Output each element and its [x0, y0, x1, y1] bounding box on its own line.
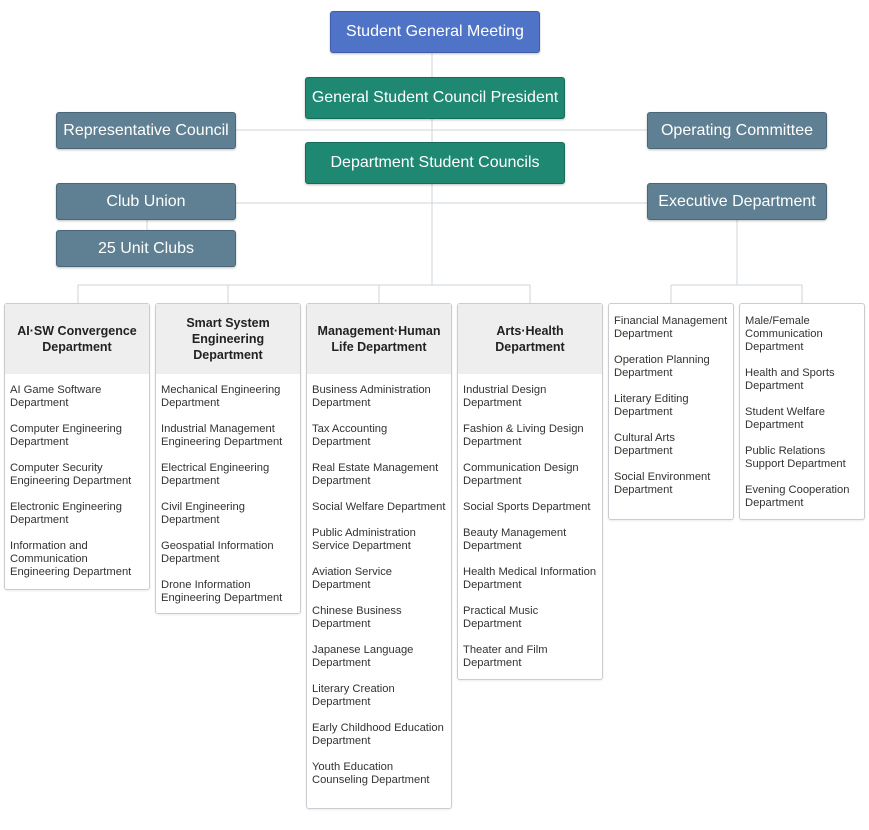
list-item: Financial Management Department — [614, 315, 728, 340]
list-item: Communication Design Department — [463, 462, 579, 487]
list-item: Evening Cooperation Department — [745, 484, 850, 509]
list-item: Industrial Design Department — [463, 384, 547, 409]
department-column-arts-health: Arts·Health Department Industrial Design… — [457, 303, 603, 680]
list-item: Operation Planning Department — [614, 354, 710, 379]
department-list: Business Administration Department Tax A… — [307, 374, 451, 787]
council-president-node: General Student Council President — [305, 77, 565, 119]
department-list: AI Game Software Department Computer Eng… — [5, 374, 149, 579]
executive-list-right: Male/Female Communication Department Hea… — [739, 303, 865, 520]
list-item: Drone Information Engineering Department — [161, 579, 283, 604]
list-item: Male/Female Communication Department — [745, 315, 823, 353]
node-label: Executive Department — [658, 192, 816, 210]
list-item: Literary Editing Department — [614, 393, 689, 418]
department-list: Male/Female Communication Department Hea… — [740, 304, 864, 510]
department-list: Industrial Design Department Fashion & L… — [458, 374, 602, 670]
list-item: AI Game Software Department — [10, 384, 102, 409]
list-item: Real Estate Management Department — [312, 462, 439, 487]
node-label: Club Union — [106, 192, 186, 210]
node-label: Representative Council — [63, 121, 229, 139]
list-item: Aviation Service Department — [312, 566, 393, 591]
unit-clubs-node: 25 Unit Clubs — [56, 230, 236, 267]
list-item: Geospatial Information Department — [161, 540, 274, 565]
list-item: Practical Music Department — [463, 605, 539, 630]
list-item: Youth Education Counseling Department — [312, 761, 430, 786]
list-item: Chinese Business Department — [312, 605, 402, 630]
list-item: Information and Communication Engineerin… — [10, 540, 132, 578]
department-column-title: AI·SW Convergence Department — [5, 304, 149, 374]
node-label: Operating Committee — [660, 121, 814, 139]
department-column-title: Arts·Health Department — [458, 304, 602, 374]
list-item: Social Environment Department — [614, 471, 711, 496]
list-item: Public Administration Service Department — [312, 527, 416, 552]
list-item: Computer Security Engineering Department — [10, 462, 132, 487]
list-item: Literary Creation Department — [312, 683, 395, 708]
list-item: Social Welfare Department — [312, 501, 446, 513]
executive-list-left: Financial Management Department Operatio… — [608, 303, 734, 520]
representative-council-node: Representative Council — [56, 112, 236, 149]
department-column-title: Smart System Engineering Department — [156, 304, 300, 374]
list-item: Electrical Engineering Department — [161, 462, 270, 487]
list-item: Electronic Engineering Department — [10, 501, 122, 526]
node-label: Department Student Councils — [330, 154, 540, 171]
student-general-meeting-node: Student General Meeting — [330, 11, 540, 53]
list-item: Cultural Arts Department — [614, 432, 675, 457]
operating-committee-node: Operating Committee — [647, 112, 827, 149]
club-union-node: Club Union — [56, 183, 236, 220]
list-item: Theater and Film Department — [463, 644, 548, 669]
list-item: Health Medical Information Department — [463, 566, 597, 591]
list-item: Beauty Management Department — [463, 527, 567, 552]
list-item: Mechanical Engineering Department — [161, 384, 281, 409]
department-column-ai-sw: AI·SW Convergence Department AI Game Sof… — [4, 303, 150, 590]
list-item: Social Sports Department — [463, 501, 591, 513]
department-column-management: Management·Human Life Department Busines… — [306, 303, 452, 809]
department-student-councils-node: Department Student Councils — [305, 142, 565, 184]
node-label: General Student Council President — [311, 89, 559, 106]
list-item: Civil Engineering Department — [161, 501, 245, 526]
node-label: 25 Unit Clubs — [97, 239, 195, 257]
list-item: Student Welfare Department — [745, 406, 826, 431]
list-item: Early Childhood Education Department — [312, 722, 444, 747]
list-item: Public Relations Support Department — [745, 445, 846, 470]
department-list: Mechanical Engineering Department Indust… — [156, 374, 300, 605]
executive-department-node: Executive Department — [647, 183, 827, 220]
list-item: Business Administration Department — [312, 384, 431, 409]
node-label: Student General Meeting — [346, 23, 524, 40]
list-item: Computer Engineering Department — [10, 423, 122, 448]
department-column-title: Management·Human Life Department — [307, 304, 451, 374]
list-item: Industrial Management Engineering Depart… — [161, 423, 283, 448]
list-item: Tax Accounting Department — [312, 423, 388, 448]
department-column-smart-system: Smart System Engineering Department Mech… — [155, 303, 301, 614]
list-item: Japanese Language Department — [312, 644, 414, 669]
list-item: Health and Sports Department — [745, 367, 835, 392]
department-list: Financial Management Department Operatio… — [609, 304, 733, 497]
list-item: Fashion & Living Design Department — [463, 423, 584, 448]
